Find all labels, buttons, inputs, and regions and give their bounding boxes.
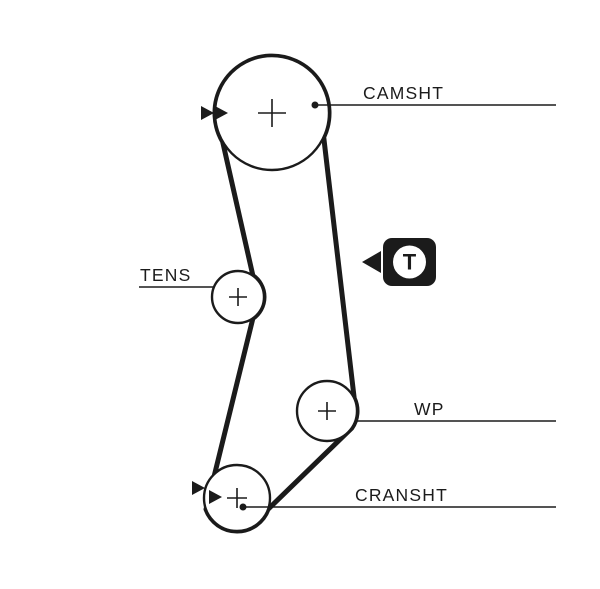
tension-marker-arrow-icon xyxy=(362,251,381,273)
camshaft-callout: CAMSHT xyxy=(311,83,556,109)
water-pump-pulley xyxy=(295,379,359,443)
camshaft-pulley xyxy=(213,54,331,172)
tensioner-callout: TENS xyxy=(139,265,214,288)
water-pump-center-cross-icon xyxy=(318,402,336,420)
camshaft-timing-mark-arrows xyxy=(201,106,228,120)
water-pump-callout: WP xyxy=(355,399,556,422)
tensioner-label: TENS xyxy=(140,265,191,285)
timing-mark-arrow-icon xyxy=(201,106,214,120)
water-pump-label: WP xyxy=(414,399,445,419)
tensioner-center-cross-icon xyxy=(229,288,247,306)
crankshaft-pulley xyxy=(202,463,272,533)
tension-marker-letter: T xyxy=(403,250,417,275)
crankshaft-center-cross-icon xyxy=(227,488,247,508)
camshaft-center-cross-icon xyxy=(258,99,286,127)
crankshaft-timing-mark-arrows xyxy=(192,481,222,504)
timing-mark-arrow-icon xyxy=(209,490,222,504)
tensioner-pulley xyxy=(210,269,266,325)
timing-mark-arrow-icon xyxy=(215,106,228,120)
crankshaft-callout: CRANSHT xyxy=(239,485,556,511)
camshaft-label: CAMSHT xyxy=(363,83,444,103)
tension-marker-circle xyxy=(393,245,426,279)
timing-mark-arrow-icon xyxy=(192,481,205,495)
tension-check-marker: T xyxy=(362,238,436,286)
crankshaft-label: CRANSHT xyxy=(355,485,448,505)
